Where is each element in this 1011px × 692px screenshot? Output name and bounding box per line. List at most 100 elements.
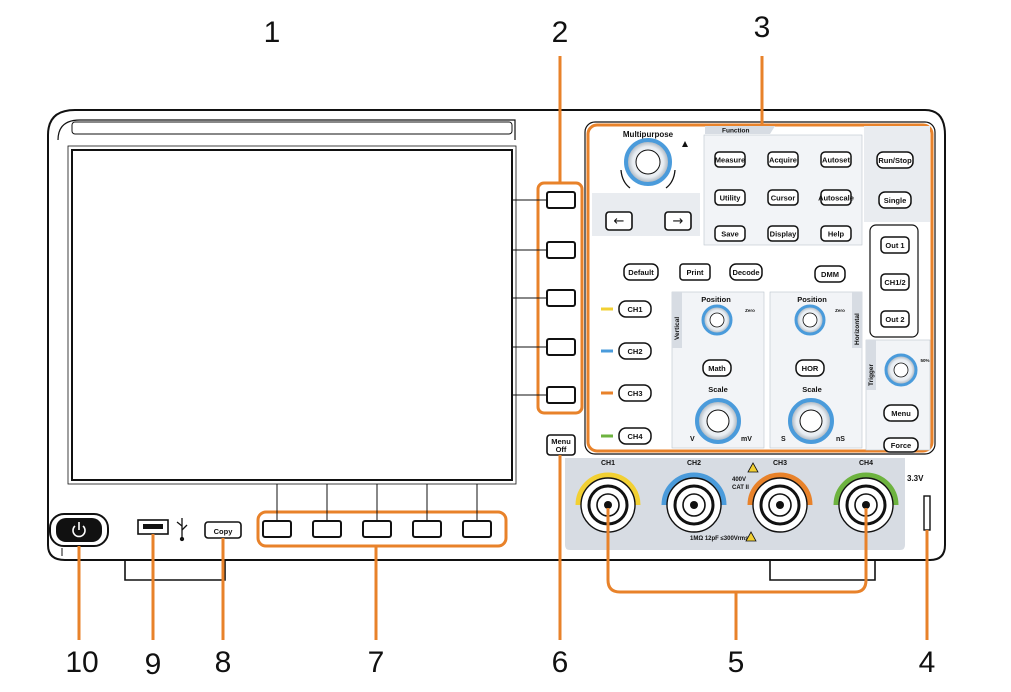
default-label: Default	[628, 268, 654, 277]
trigger-menu-button[interactable]: Menu	[883, 404, 919, 422]
side-menu-key-3[interactable]	[513, 289, 576, 307]
function-button-measure[interactable]: Measure	[714, 151, 746, 168]
math-button[interactable]: Math	[702, 359, 732, 377]
function-button-save[interactable]: Save	[714, 225, 746, 242]
bnc-label: CH3	[773, 460, 787, 467]
function-button-display[interactable]: Display	[767, 225, 799, 242]
vertical-position-knob[interactable]	[701, 304, 733, 336]
bottom-menu-key-4[interactable]	[412, 484, 442, 538]
multipurpose-knob[interactable]	[624, 138, 672, 186]
out-button-label: Out 2	[885, 315, 904, 324]
channel-button-ch1[interactable]: CH1	[601, 300, 652, 318]
function-button-help[interactable]: Help	[820, 225, 852, 242]
trigger-level-knob[interactable]	[884, 353, 918, 387]
channel-button-label: CH1	[627, 305, 642, 314]
hor-label: HOR	[802, 364, 819, 373]
copy-label: Copy	[214, 527, 234, 536]
cat-rating-category: CAT II	[732, 485, 749, 491]
force-label: Force	[891, 441, 911, 450]
copy-button[interactable]: Copy	[204, 521, 242, 539]
bottom-menu-keys	[256, 484, 508, 548]
print-label: Print	[686, 268, 704, 277]
channel-button-ch2[interactable]: CH2	[601, 342, 652, 360]
menu-off-button[interactable]: Menu Off	[546, 434, 576, 456]
probe-comp-terminal[interactable]	[923, 495, 931, 531]
decode-button[interactable]: Decode	[729, 263, 763, 281]
function-button-utility[interactable]: Utility	[714, 189, 746, 206]
default-button[interactable]: Default	[623, 263, 659, 281]
function-button-cursor[interactable]: Cursor	[767, 189, 799, 206]
callout-7: 7	[368, 646, 385, 679]
out-button-label: CH1/2	[884, 278, 905, 287]
callout-4: 4	[919, 646, 936, 679]
volts-label: V	[690, 436, 695, 443]
left-arrow-button[interactable]: ←	[605, 211, 633, 231]
out-button-1[interactable]: Out 1	[880, 236, 910, 254]
lcd-screen	[67, 145, 517, 485]
side-menu-key-1[interactable]	[513, 191, 576, 209]
input-rating-label: 1MΩ 12pF ≤300Vrms	[690, 536, 749, 542]
rotate-arrows-icon	[620, 169, 676, 189]
out-button-2[interactable]: CH1/2	[880, 273, 910, 291]
dmm-label: DMM	[821, 270, 839, 279]
channel-color-arc	[747, 472, 813, 506]
nanoseconds-label: nS	[836, 436, 845, 443]
bottom-menu-key-5[interactable]	[462, 484, 492, 538]
function-button-label: Autoscale	[818, 194, 854, 203]
function-button-label: Utility	[720, 194, 742, 203]
vertical-label: Vertical	[674, 317, 681, 340]
function-button-acquire[interactable]: Acquire	[767, 151, 799, 168]
power-button[interactable]	[49, 513, 109, 547]
usb-host-port[interactable]	[137, 518, 188, 542]
vertical-scale-label: Scale	[708, 385, 728, 394]
left-arrow-icon: ←	[614, 214, 625, 229]
side-menu-key-4[interactable]	[513, 338, 576, 356]
menu-off-label-2: Off	[556, 445, 567, 454]
channel-button-label: CH2	[627, 347, 642, 356]
callout-6: 6	[552, 646, 569, 679]
channel-color-arc	[575, 472, 641, 506]
force-button[interactable]: Force	[883, 437, 919, 453]
vertical-position-label: Position	[701, 295, 731, 304]
horizontal-position-knob[interactable]	[794, 304, 826, 336]
cat-rating-voltage: 400V	[732, 477, 746, 483]
power-icon	[72, 522, 86, 538]
print-button[interactable]: Print	[679, 263, 711, 281]
bnc-input-ch2[interactable]: CH2	[661, 460, 727, 533]
out-button-3[interactable]: Out 2	[880, 310, 910, 328]
seconds-label: S	[781, 436, 786, 443]
function-button-label: Acquire	[769, 156, 797, 165]
function-button-label: Display	[770, 230, 798, 239]
bnc-label: CH4	[859, 460, 873, 467]
channel-button-ch4[interactable]: CH4	[601, 427, 652, 445]
usb-icon	[176, 518, 188, 542]
horizontal-label: Horizontal	[854, 313, 861, 345]
math-label: Math	[708, 364, 726, 373]
bnc-input-ch3[interactable]: CH3	[747, 460, 813, 533]
horizontal-zero-label: Zero	[835, 308, 845, 313]
callout-lines	[77, 56, 929, 640]
run-stop-button[interactable]: Run/Stop	[876, 151, 914, 169]
single-button[interactable]: Single	[878, 191, 912, 209]
bottom-menu-key-3[interactable]	[362, 484, 392, 538]
dmm-button[interactable]: DMM	[814, 265, 846, 283]
bnc-label: CH1	[601, 460, 615, 467]
decode-label: Decode	[732, 268, 759, 277]
callout-3: 3	[754, 11, 771, 44]
right-arrow-button[interactable]: →	[664, 211, 692, 231]
side-menu-key-2[interactable]	[513, 241, 576, 259]
horizontal-scale-knob[interactable]	[788, 398, 834, 444]
function-button-autoscale[interactable]: Autoscale	[818, 189, 854, 206]
channel-button-ch3[interactable]: CH3	[601, 384, 652, 402]
hor-button[interactable]: HOR	[795, 359, 825, 377]
bottom-menu-key-1[interactable]	[262, 484, 292, 538]
bnc-input-ch4[interactable]: CH4	[833, 460, 899, 533]
trigger-label: Trigger	[868, 363, 875, 386]
vertical-scale-knob[interactable]	[695, 398, 741, 444]
side-menu-key-5[interactable]	[513, 386, 576, 404]
function-button-autoset[interactable]: Autoset	[820, 151, 852, 168]
channel-button-label: CH3	[627, 389, 642, 398]
callout-2: 2	[552, 16, 569, 49]
bottom-menu-key-2[interactable]	[312, 484, 342, 538]
